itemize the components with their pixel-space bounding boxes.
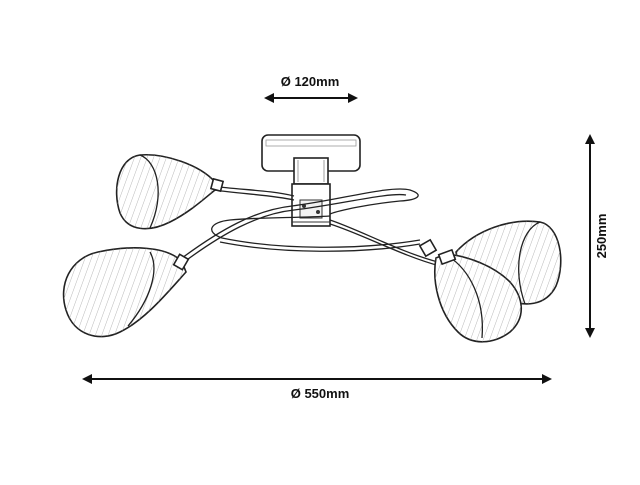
total-diameter-label: Ø 550mm — [291, 386, 350, 401]
canopy-diameter-dimension: Ø 120mm — [264, 74, 358, 103]
canopy — [261, 134, 361, 185]
height-label: 250mm — [594, 214, 609, 259]
total-diameter-dimension: Ø 550mm — [82, 374, 552, 401]
shade-upper-left — [115, 154, 225, 230]
shade-right-front — [418, 238, 523, 343]
canopy-diameter-label: Ø 120mm — [281, 74, 340, 89]
shade-lower-left — [62, 247, 190, 338]
height-dimension: 250mm — [585, 134, 609, 338]
